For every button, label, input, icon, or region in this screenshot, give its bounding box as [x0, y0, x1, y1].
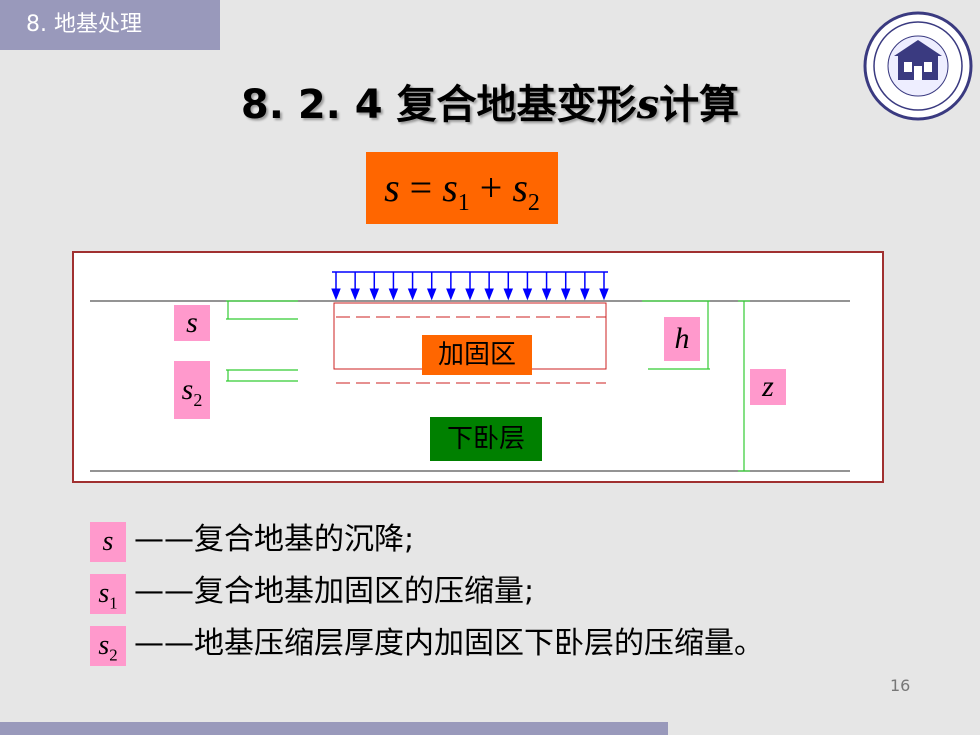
load-arrow-head [407, 288, 418, 301]
label-s2-box: s2 [174, 361, 210, 419]
load-arrow-head [503, 288, 514, 301]
page-number: 16 [890, 676, 911, 695]
load-arrow-head [369, 288, 380, 301]
settlement-formula: s = s1 + s2 [366, 152, 558, 224]
underlying-layer-label: 下卧层 [430, 417, 542, 461]
label-s: s [186, 306, 198, 339]
label-h-box: h [664, 317, 700, 361]
load-arrow-head [446, 288, 456, 301]
label-s-box: s [174, 305, 210, 341]
formula-plus: + [469, 165, 513, 210]
green-markers [226, 300, 750, 472]
label-s2: s [181, 373, 194, 406]
load-arrow-head [426, 288, 437, 301]
formula-s2: s [512, 165, 528, 210]
label-z-box: z [750, 369, 786, 405]
label-h: h [674, 322, 690, 355]
reinforced-zone-label: 加固区 [422, 335, 532, 375]
diagram-lines [90, 271, 850, 472]
formula-s2-sub: 2 [527, 190, 540, 216]
load-arrow-head [388, 288, 399, 301]
load-arrows [331, 272, 609, 301]
university-logo-icon [863, 11, 973, 121]
load-arrow-head [541, 288, 552, 301]
foundation-diagram: s s2 h z 加固区 下卧层 [72, 251, 884, 483]
title-prefix: 8. 2. 4 复合地基变形 [240, 82, 637, 128]
definition-text: ——复合地基的沉降; [134, 522, 415, 557]
definition-symbol: s2 [90, 626, 126, 666]
page-title: 8. 2. 4 复合地基变形s计算 [0, 72, 980, 130]
load-arrow-head [560, 288, 571, 301]
load-arrow-head [350, 288, 360, 301]
load-arrow-head [580, 288, 590, 301]
formula-s1: s [442, 165, 458, 210]
section-tag: 8. 地基处理 [0, 0, 220, 50]
definition-text: ——地基压缩层厚度内加固区下卧层的压缩量。 [134, 626, 764, 661]
formula-eq: = [399, 165, 443, 210]
title-suffix: 计算 [659, 82, 740, 128]
bottom-bar [0, 722, 668, 735]
definition-text: ——复合地基加固区的压缩量; [134, 574, 535, 609]
load-arrow-head [522, 288, 533, 301]
definition-symbol: s [90, 522, 126, 562]
title-variable: s [636, 81, 660, 128]
label-z: z [762, 370, 774, 403]
definition-symbol: s1 [90, 574, 126, 614]
load-arrow-head [465, 288, 475, 301]
label-s2-sub: 2 [193, 390, 203, 410]
formula-s: s [384, 165, 400, 210]
load-arrow-head [484, 288, 494, 301]
formula-s1-sub: 1 [457, 190, 470, 216]
load-arrow-head [331, 288, 341, 301]
load-arrow-head [599, 288, 609, 301]
